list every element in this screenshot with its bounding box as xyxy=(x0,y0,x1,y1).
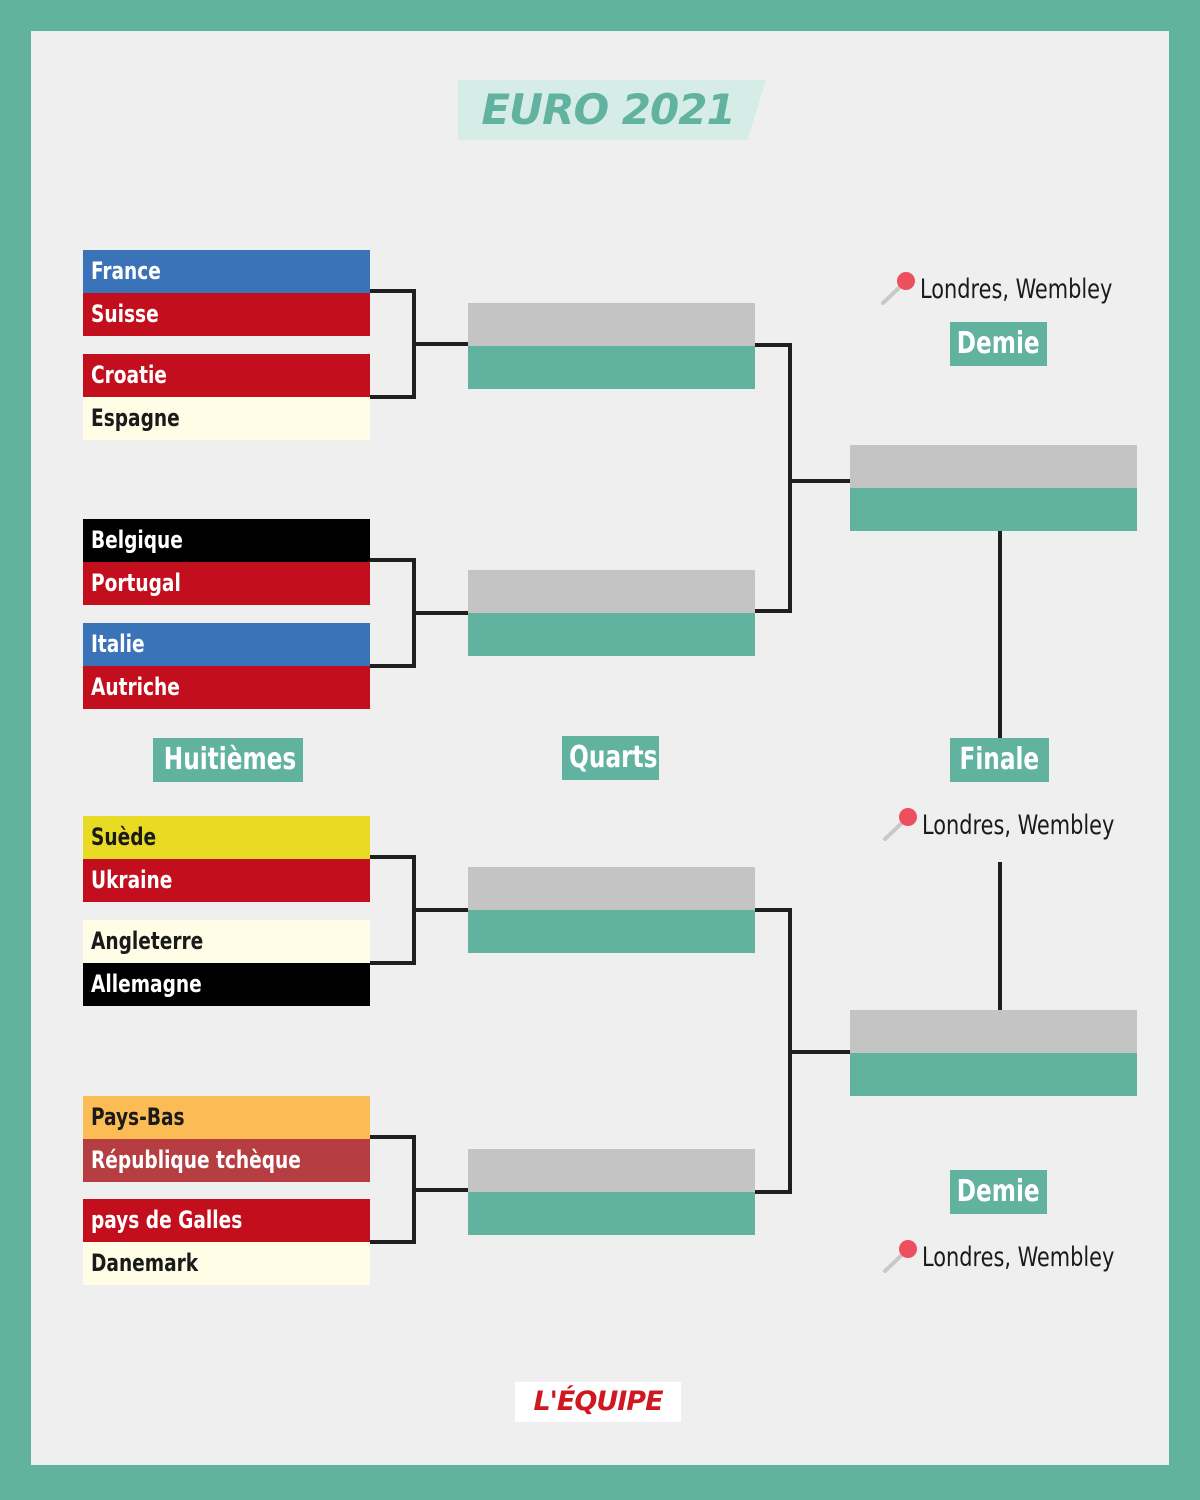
team-label: France xyxy=(91,257,161,285)
bracket-line xyxy=(412,342,468,346)
team-belgique: Belgique xyxy=(83,519,370,562)
quarter-4-slot-b xyxy=(468,1192,755,1235)
venue-semi-bottom: Londres, Wembley xyxy=(922,1242,1115,1273)
semi-1-slot-b xyxy=(850,488,1137,531)
team-suisse: Suisse xyxy=(83,293,370,336)
quarter-1-slot-b xyxy=(468,346,755,389)
team-label: Angleterre xyxy=(91,927,204,955)
team-portugal: Portugal xyxy=(83,562,370,605)
bracket-line xyxy=(755,343,792,347)
team-republique-tcheque: République tchèque xyxy=(83,1139,370,1182)
bracket-line xyxy=(788,1050,850,1054)
team-italie: Italie xyxy=(83,623,370,666)
bracket-line xyxy=(788,343,792,613)
team-label: Portugal xyxy=(91,569,181,597)
semi-1-slot-a xyxy=(850,445,1137,488)
quarter-3-slot-b xyxy=(468,910,755,953)
venue-final: Londres, Wembley xyxy=(922,810,1115,841)
stage-label-final: Finale xyxy=(950,738,1049,782)
title-banner xyxy=(458,80,766,140)
venue-semi-top: Londres, Wembley xyxy=(920,274,1113,305)
team-autriche: Autriche xyxy=(83,666,370,709)
team-angleterre: Angleterre xyxy=(83,920,370,963)
stage-label-round16: Huitièmes xyxy=(153,738,303,782)
stage-label-semi-bottom: Demie xyxy=(950,1170,1047,1214)
team-label: pays de Galles xyxy=(91,1206,243,1234)
team-france: France xyxy=(83,250,370,293)
bracket-line xyxy=(370,664,416,668)
bracket-line xyxy=(370,1135,416,1139)
team-label: Pays-Bas xyxy=(91,1103,185,1131)
final-line-top xyxy=(998,531,1002,738)
team-ukraine: Ukraine xyxy=(83,859,370,902)
semi-2-slot-a xyxy=(850,1010,1137,1053)
bracket-line xyxy=(412,1188,468,1192)
bracket-line xyxy=(370,961,416,965)
bracket-line xyxy=(370,395,416,399)
team-label: Suède xyxy=(91,823,157,851)
map-pin-icon xyxy=(881,272,915,305)
team-allemagne: Allemagne xyxy=(83,963,370,1006)
quarter-2-slot-b xyxy=(468,613,755,656)
team-label: Italie xyxy=(91,630,145,658)
team-label: Danemark xyxy=(91,1249,199,1277)
bracket-line xyxy=(412,908,468,912)
team-label: Allemagne xyxy=(91,970,202,998)
bracket-line xyxy=(788,479,850,483)
stage-label-semi-top: Demie xyxy=(950,322,1047,366)
team-label: Belgique xyxy=(91,526,183,554)
team-danemark: Danemark xyxy=(83,1242,370,1285)
bracket-line xyxy=(755,609,792,613)
team-espagne: Espagne xyxy=(83,397,370,440)
quarter-3-slot-a xyxy=(468,867,755,910)
team-suede: Suède xyxy=(83,816,370,859)
bracket-line xyxy=(370,855,416,859)
bracket-line xyxy=(755,908,792,912)
quarter-2-slot-a xyxy=(468,570,755,613)
quarter-1-slot-a xyxy=(468,303,755,346)
team-pays-de-galles: pays de Galles xyxy=(83,1199,370,1242)
bracket-line xyxy=(370,558,416,562)
team-label: Espagne xyxy=(91,404,180,432)
team-label: Ukraine xyxy=(91,866,173,894)
team-croatie: Croatie xyxy=(83,354,370,397)
final-line-bottom xyxy=(998,862,1002,1010)
team-label: Croatie xyxy=(91,361,167,389)
team-pays-bas: Pays-Bas xyxy=(83,1096,370,1139)
bracket-line xyxy=(412,611,468,615)
semi-2-slot-b xyxy=(850,1053,1137,1096)
team-label: Suisse xyxy=(91,300,159,328)
team-label: République tchèque xyxy=(91,1146,301,1174)
quarter-4-slot-a xyxy=(468,1149,755,1192)
map-pin-icon xyxy=(883,808,917,841)
page-title: EURO 2021 xyxy=(481,85,735,134)
lequipe-logo: L'ÉQUIPE xyxy=(515,1382,681,1422)
bracket-line xyxy=(370,1240,416,1244)
bracket-line xyxy=(755,1190,792,1194)
team-label: Autriche xyxy=(91,673,180,701)
stage-label-quarters: Quarts xyxy=(562,736,659,780)
map-pin-icon xyxy=(883,1240,917,1273)
bracket-line xyxy=(370,289,416,293)
